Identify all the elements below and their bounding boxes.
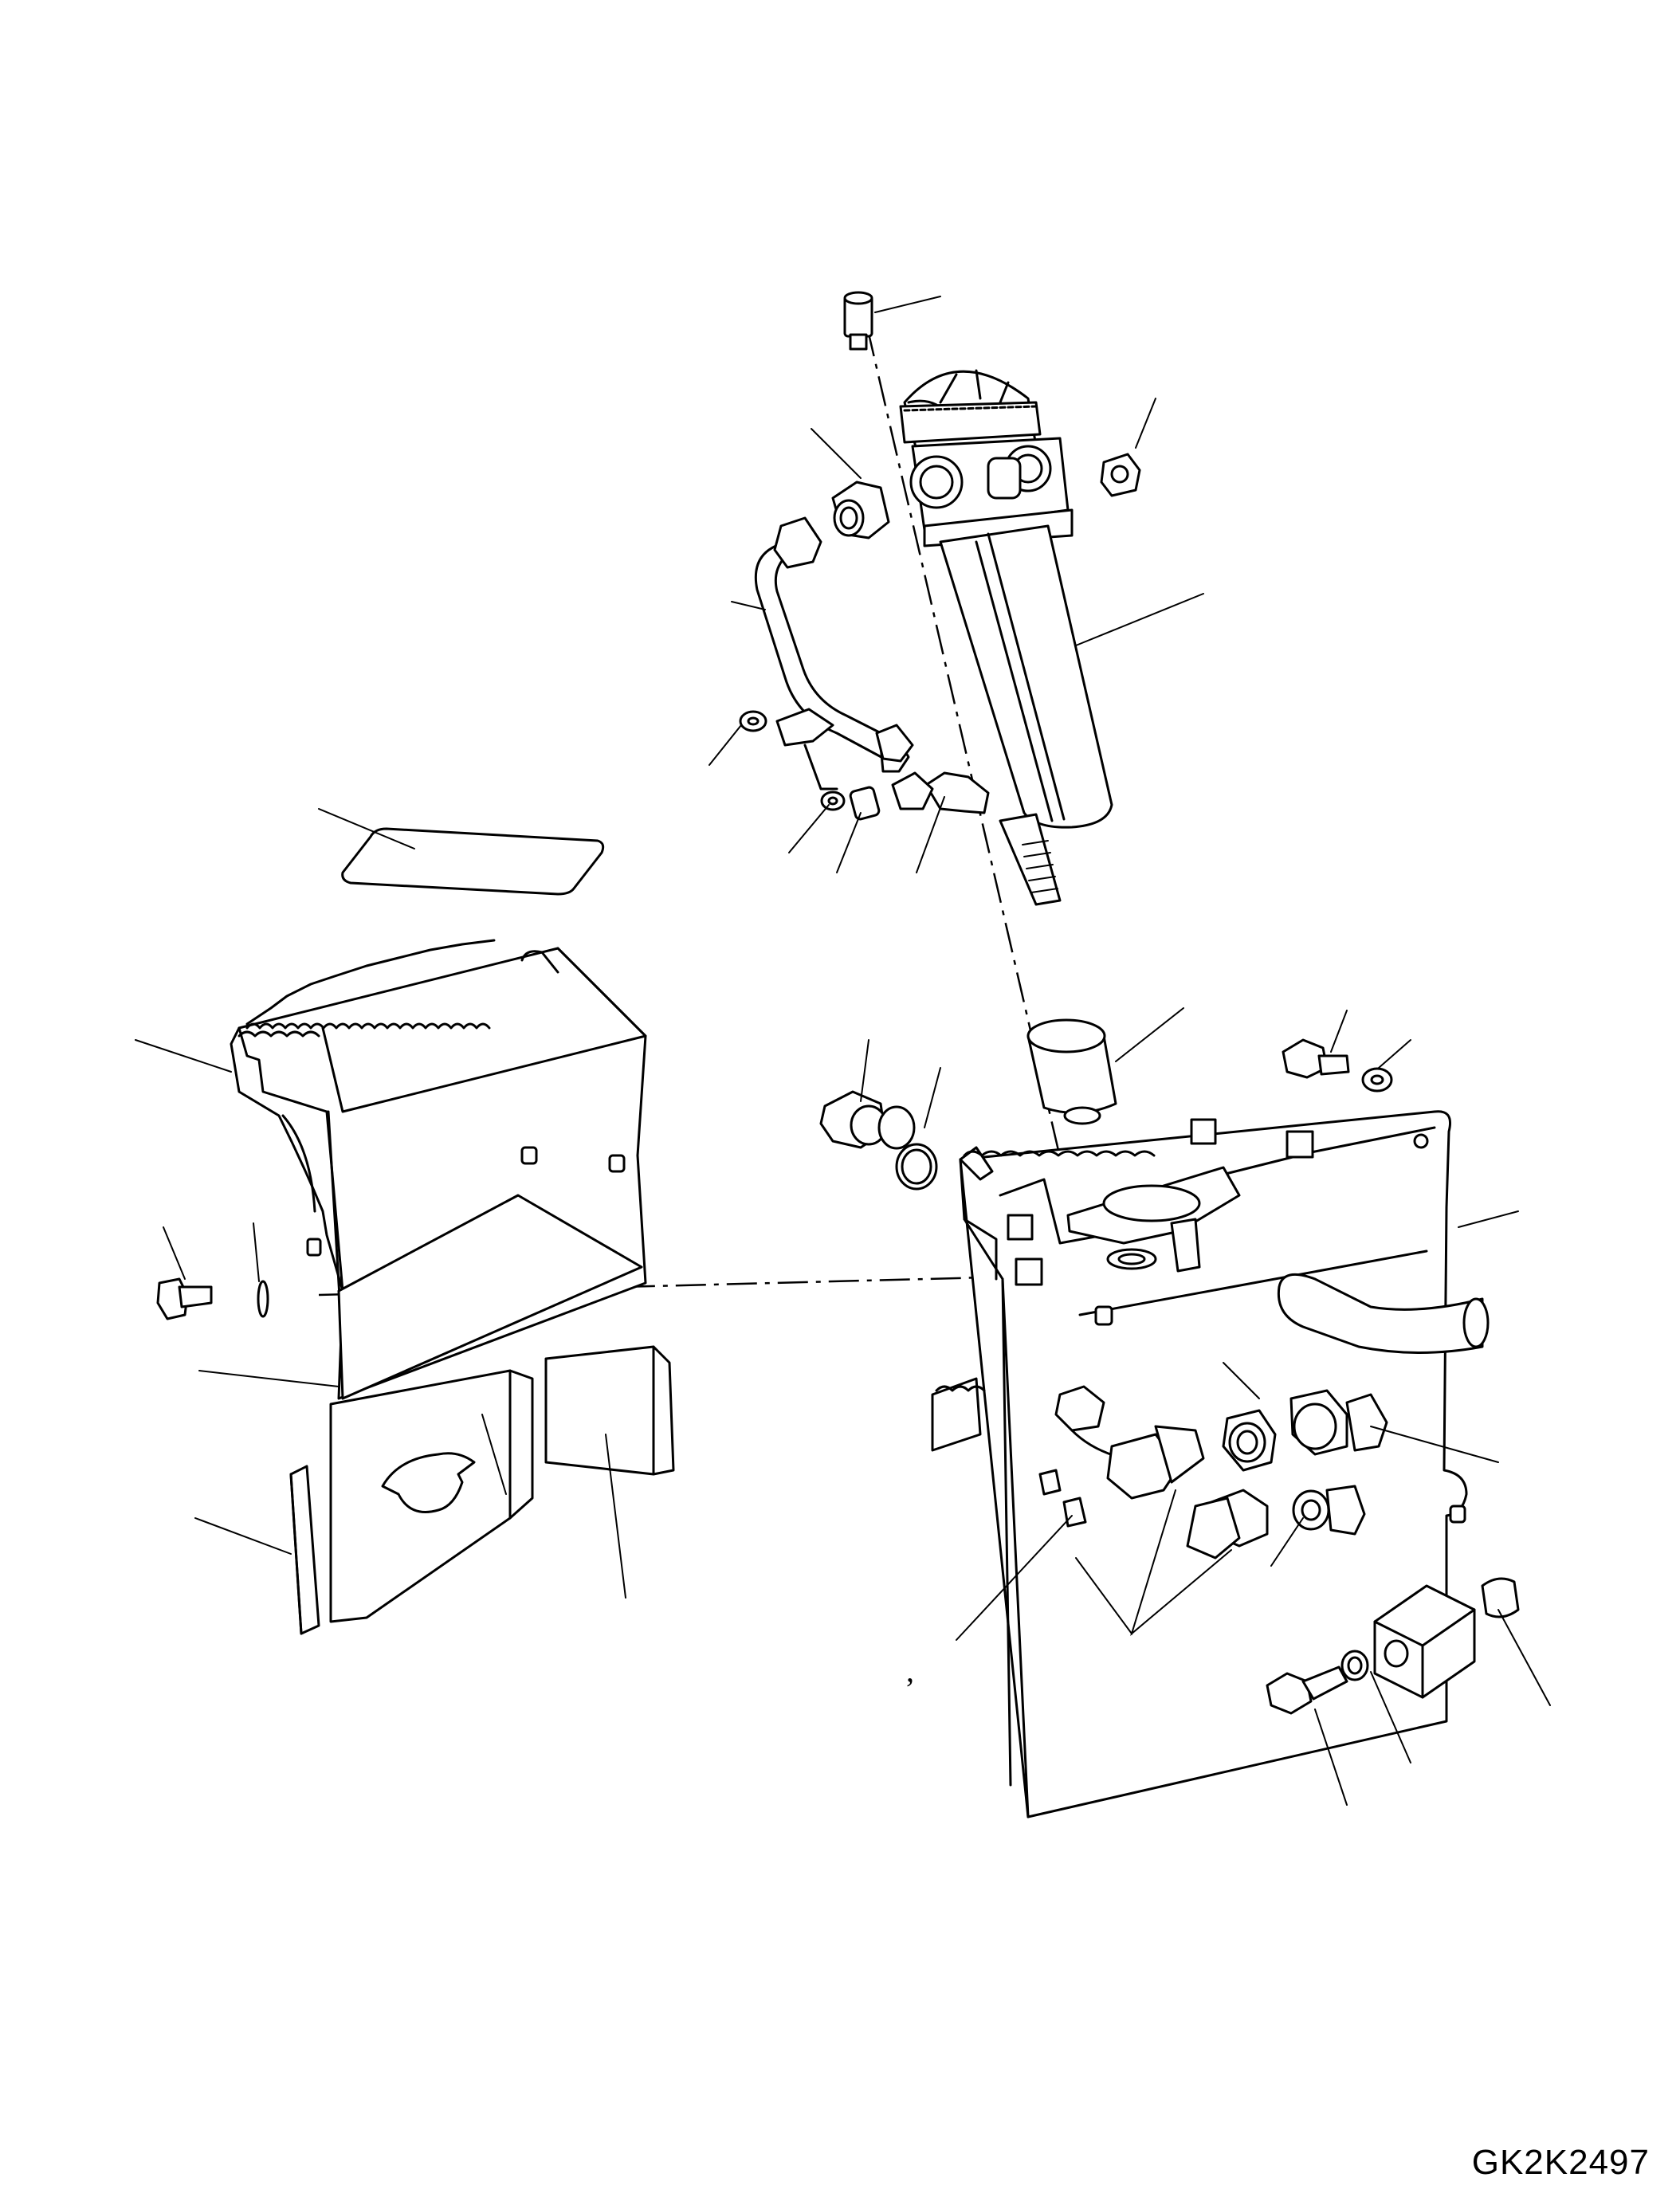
left-box-assembly	[230, 827, 647, 1400]
insulation-blocks	[289, 1345, 675, 1635]
tank-fittings	[1038, 1385, 1388, 1559]
filter-canister	[939, 524, 1113, 906]
top-bolt	[843, 291, 873, 351]
tube-bracket	[739, 708, 881, 821]
hydraulic-tank	[931, 1110, 1490, 1818]
tank-bolt-top-right	[1282, 1038, 1393, 1093]
tank-plug-and-oring	[819, 1090, 938, 1191]
filter-head	[899, 369, 1074, 547]
cap-nut-right	[1100, 453, 1141, 497]
drawing-code: GK2K2497	[1471, 2143, 1650, 2182]
valve-block	[1266, 1577, 1520, 1715]
stray-mark: ,	[906, 1653, 914, 1689]
left-bolt-and-washer	[156, 1277, 269, 1320]
fitting-left	[831, 481, 890, 539]
strainer-cap	[1026, 1018, 1117, 1125]
leader-lines	[135, 296, 1551, 1806]
